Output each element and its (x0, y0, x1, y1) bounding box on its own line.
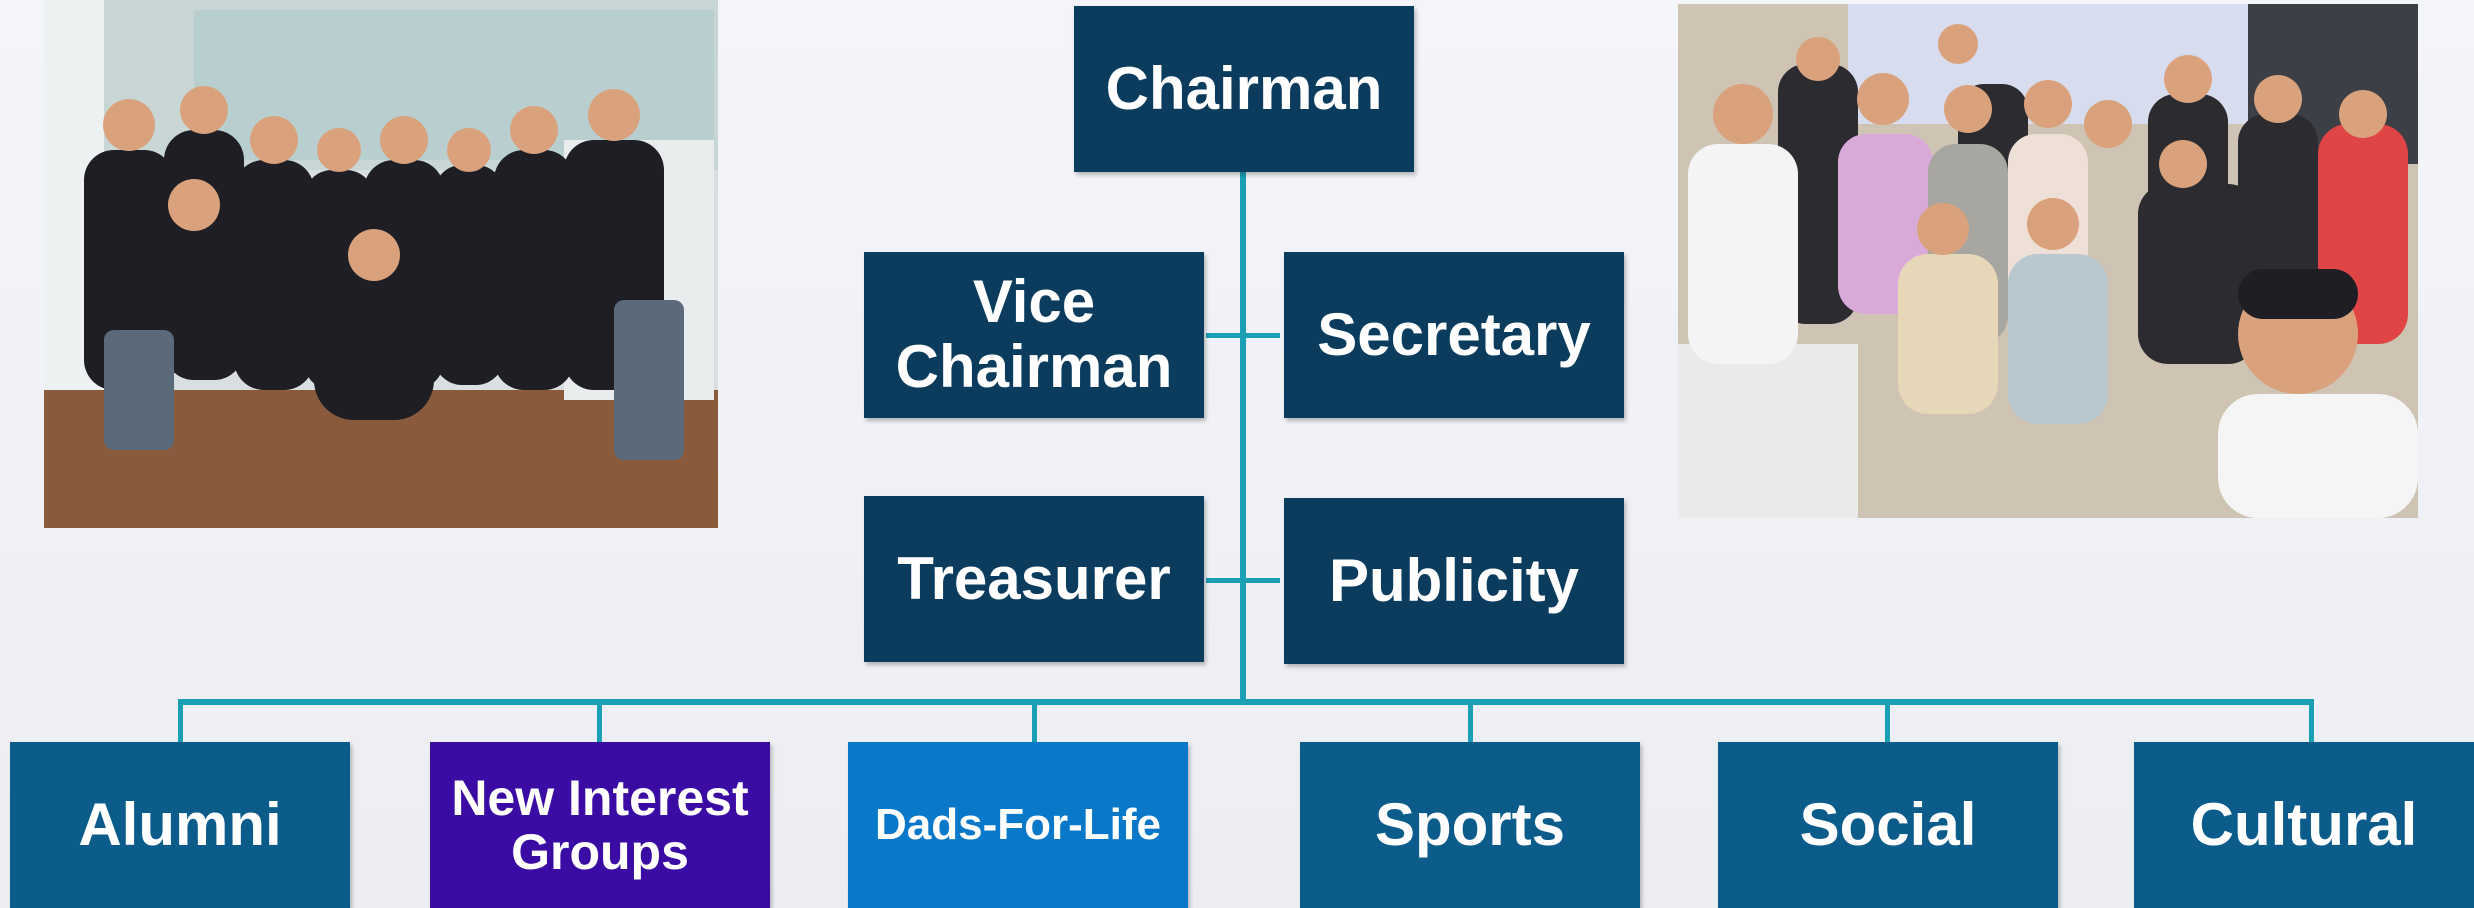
publicity-label: Publicity (1328, 546, 1580, 614)
secretary-box: Secretary (1284, 252, 1624, 418)
chairman-label: Chairman (1105, 54, 1383, 122)
connector-drop-alumni (178, 699, 183, 744)
dads-for-life-box: Dads-For-Life (848, 742, 1188, 908)
new-interest-groups-box: New Interest Groups (430, 742, 770, 908)
dads-for-life-label: Dads-For-Life (875, 800, 1161, 850)
secretary-label: Secretary (1317, 300, 1591, 368)
treasurer-box: Treasurer (864, 496, 1204, 662)
chairman-box: Chairman (1074, 6, 1414, 172)
connector-drop-social (1885, 699, 1890, 744)
connector-trunk (1240, 172, 1246, 704)
connector-treasurer-publicity (1206, 578, 1280, 583)
sports-label: Sports (1374, 790, 1566, 858)
vice-chairman-label-line2: Chairman (895, 333, 1173, 400)
connector-vice-secretary (1206, 333, 1280, 338)
social-label: Social (1799, 790, 1977, 858)
vice-chairman-label-line1: Vice (972, 268, 1096, 336)
connector-drop-sports (1468, 699, 1473, 744)
connector-drop-dads (1032, 699, 1037, 744)
alumni-box: Alumni (10, 742, 350, 908)
connector-drop-cultural (2309, 699, 2314, 744)
new-interest-label-line2: Groups (511, 824, 689, 880)
social-box: Social (1718, 742, 2058, 908)
new-interest-label-line1: New Interest (451, 770, 749, 826)
alumni-label: Alumni (78, 790, 282, 858)
vice-chairman-box: Vice Chairman (864, 252, 1204, 418)
cultural-label: Cultural (2190, 790, 2418, 858)
publicity-box: Publicity (1284, 498, 1624, 664)
connector-drop-new-interest (597, 699, 602, 744)
cultural-box: Cultural (2134, 742, 2474, 908)
group-photo-right (1678, 4, 2418, 518)
sports-box: Sports (1300, 742, 1640, 908)
treasurer-label: Treasurer (897, 544, 1171, 612)
connector-horizontal-bar (178, 699, 2314, 705)
group-photo-left (44, 0, 718, 528)
